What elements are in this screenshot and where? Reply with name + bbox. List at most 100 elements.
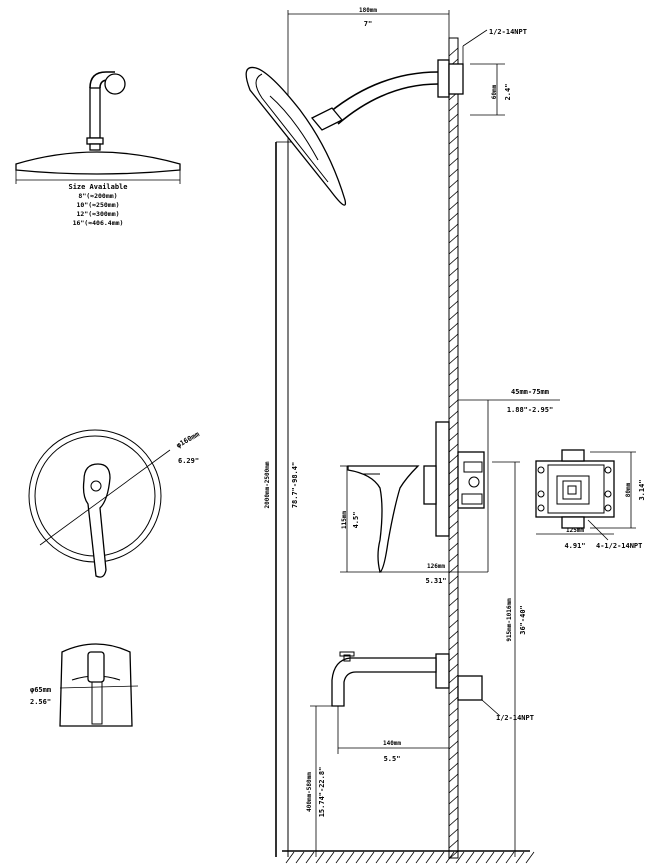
wall-hatch-line (448, 322, 459, 332)
wall-hatch-line (448, 278, 459, 288)
handle-height-inch: 4.5" (352, 512, 360, 529)
spout-height-inch: 15.74"-22.8" (318, 767, 326, 818)
valve-height-mm: 80mm (625, 482, 632, 497)
floor-hatch-line (415, 851, 425, 864)
wall-hatch-line (448, 498, 459, 508)
wall-hatch-line (448, 531, 459, 541)
shower-head (245, 66, 347, 206)
floor-hatch-line (315, 851, 325, 864)
wall-hatch-line (448, 179, 459, 189)
shower-head-top-view: Size Available 8"(≈200mm) 10"(≈250mm) 12… (15, 71, 181, 227)
wall-hatch-line (448, 476, 459, 486)
size-available-title: Size Available (68, 183, 127, 191)
wall-hatch-line (448, 751, 459, 761)
wall-hatch-line (448, 454, 459, 464)
wall-hatch-line (448, 707, 459, 717)
wall-hatch-line (448, 839, 459, 849)
wall-hatch-line (448, 146, 459, 156)
floor-hatch-line (385, 851, 395, 864)
wall-hatch-line (448, 300, 459, 310)
wall-hatch-line (448, 729, 459, 739)
floor-hatch-line (495, 851, 505, 864)
wall-hatch-line (448, 630, 459, 640)
wall-hatch-line (448, 828, 459, 838)
floor-hatch-line (475, 851, 485, 864)
wall-hatch-line (448, 762, 459, 772)
wall-hatch-line (448, 344, 459, 354)
floor-hatch-line (355, 851, 365, 864)
floor-hatch-line (445, 851, 455, 864)
floor-hatch-line (395, 851, 405, 864)
wall-hatch-line (448, 223, 459, 233)
wall-hatch-line (448, 685, 459, 695)
wall (448, 37, 459, 860)
wall-hatch-line (448, 817, 459, 827)
wall-hatch-line (448, 784, 459, 794)
size-option-1: 8"(≈200mm) (78, 192, 117, 200)
valve-width-inch: 4.91" (564, 542, 585, 550)
wall-hatch-line (448, 850, 459, 860)
wall-hatch-line (448, 520, 459, 530)
spout-dia-mm: φ65mm (30, 686, 51, 694)
wall-hatch-line (448, 652, 459, 662)
wall-hatch-line (448, 696, 459, 706)
shower-arm (329, 71, 439, 125)
wall-hatch-line (448, 245, 459, 255)
floor-hatch-line (515, 851, 525, 864)
valve-handle-side-view: 115mm 4.5" 45mm-75mm 1.88"-2.95" 126mm 5… (340, 388, 560, 585)
valve-height-inch: 3.14" (638, 479, 646, 500)
wall-hatch-line (448, 740, 459, 750)
floor-hatch-line (345, 851, 355, 864)
floor-hatch-line (455, 851, 465, 864)
wall-hatch-line (448, 410, 459, 420)
size-option-3: 12"(≈300mm) (76, 210, 119, 218)
shower-arm-flange: 1/2-14NPT 60mm 2.4" (437, 28, 527, 116)
wall-hatch-line (448, 773, 459, 783)
floor-hatch-line (525, 851, 535, 864)
wall-hatch-line (448, 124, 459, 134)
arm-drop-mm: 60mm (491, 84, 498, 99)
wall-depth-inch: 1.88"-2.95" (507, 406, 553, 414)
wall-hatch-line (448, 366, 459, 376)
spout-front-view: φ65mm 2.56" (30, 643, 139, 727)
wall-hatch-line (448, 432, 459, 442)
wall-hatch-line (448, 586, 459, 596)
floor-hatch-line (375, 851, 385, 864)
wall-hatch-line (448, 168, 459, 178)
wall-hatch-line (448, 421, 459, 431)
wall-hatch-line (448, 597, 459, 607)
tub-spout-side-view: 1/2-14NPT 140mm 5.5" 400mm-580mm 15.74"-… (306, 651, 534, 857)
wall-hatch-line (448, 190, 459, 200)
npt-top-label: 1/2-14NPT (489, 28, 527, 36)
wall-hatch-line (448, 256, 459, 266)
wall-hatch-line (448, 553, 459, 563)
handle-reach-mm: 126mm (427, 563, 445, 570)
wall-hatch-line (448, 267, 459, 277)
total-height-inch: 78.7"-98.4" (291, 462, 299, 508)
wall-hatch-line (448, 674, 459, 684)
trim-dia-mm: φ160mm (175, 430, 201, 450)
wall-hatch-line (448, 641, 459, 651)
wall-hatch-line (448, 333, 459, 343)
wall-hatch-line (448, 465, 459, 475)
valve-height-above-floor-inch: 36"-40" (519, 605, 527, 635)
floor-hatch-line (435, 851, 445, 864)
wall-hatch-line (448, 575, 459, 585)
trim-dia-inch: 6.29" (178, 457, 199, 465)
npt-spout-label: 1/2-14NPT (496, 714, 534, 722)
wall-hatch-line (448, 355, 459, 365)
arm-drop-inch: 2.4" (504, 84, 512, 101)
spout-height-mm: 400mm-580mm (306, 772, 313, 812)
wall-hatch-line (448, 542, 459, 552)
floor-hatch-line (505, 851, 515, 864)
wall-hatch-line (448, 377, 459, 387)
floor-hatch-line (335, 851, 345, 864)
wall-hatch-line (448, 795, 459, 805)
wall-hatch-line (448, 388, 459, 398)
valve-height-dimension: 915mm-1016mm 36"-40" (492, 461, 527, 857)
wall-hatch-line (448, 234, 459, 244)
wall-hatch-line (448, 102, 459, 112)
wall-hatch-line (448, 509, 459, 519)
wall-hatch-line (448, 806, 459, 816)
floor-hatch-line (285, 851, 295, 864)
